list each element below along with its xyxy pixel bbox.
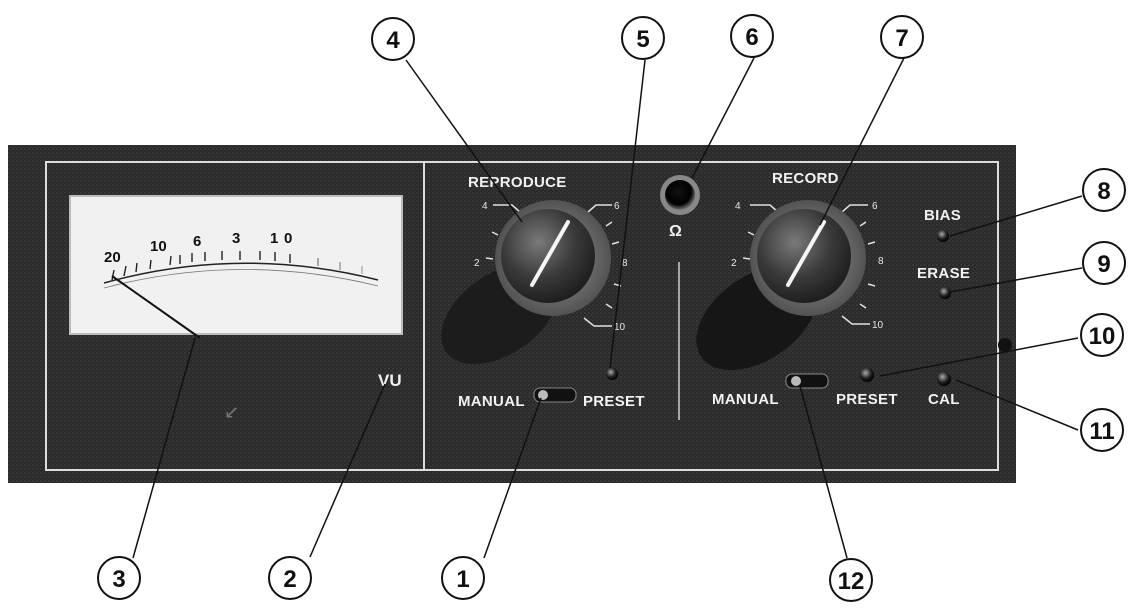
reproduce-dial-6: 6 [614, 201, 620, 212]
svg-text:3: 3 [112, 566, 125, 593]
manual-label-right: MANUAL [712, 391, 779, 408]
svg-text:4: 4 [386, 27, 400, 54]
vu-needle [111, 275, 201, 339]
bias-label: BIAS [924, 207, 961, 224]
svg-text:1: 1 [456, 566, 469, 593]
svg-text:8: 8 [1097, 178, 1110, 205]
svg-text:11: 11 [1089, 418, 1114, 445]
reproduce-mode-switch-lever [538, 390, 548, 400]
record-dial-4: 4 [735, 201, 741, 212]
bias-indicator [937, 230, 949, 242]
record-preset-control[interactable] [860, 368, 874, 382]
headphone-symbol: Ω [669, 223, 682, 240]
reproduce-preset-control[interactable] [606, 368, 618, 380]
reproduce-dial-8: 8 [622, 258, 628, 269]
reproduce-knob-pointer [530, 220, 570, 287]
vu-meter-window [69, 195, 403, 335]
preset-label-left: PRESET [583, 393, 645, 410]
panel-mounting-screw [998, 338, 1012, 352]
vu-scale-arc [103, 262, 379, 284]
callout-11: 11 [1080, 408, 1124, 452]
callout-9: 9 [1082, 241, 1126, 285]
svg-text:2: 2 [283, 566, 296, 593]
callout-4: 4 [371, 17, 415, 61]
svg-text:7: 7 [895, 25, 908, 52]
reproduce-knob[interactable] [423, 200, 611, 385]
vu-scale-6: 6 [193, 233, 201, 250]
record-knob-pointer [786, 220, 826, 287]
vu-scale-10: 10 [150, 238, 167, 255]
cal-control[interactable] [937, 372, 951, 386]
record-dial-8: 8 [878, 256, 884, 267]
vu-ticks [111, 251, 363, 281]
record-label: RECORD [772, 170, 839, 187]
vu-scale-20: 20 [104, 249, 121, 266]
vu-scale-0: 0 [284, 230, 292, 247]
headphone-jack[interactable] [665, 180, 695, 210]
meter-adjust-screw: ↙ [224, 402, 239, 422]
svg-text:5: 5 [636, 26, 649, 53]
erase-label: ERASE [917, 265, 970, 282]
record-dial-2: 2 [731, 258, 737, 269]
vu-label: VU [378, 371, 402, 390]
reproduce-dial-10: 10 [614, 322, 626, 333]
leader-lines [132, 57, 1083, 559]
svg-text:12: 12 [838, 568, 865, 595]
callout-2: 2 [268, 556, 312, 600]
reproduce-label: REPRODUCE [468, 174, 567, 191]
callout-6: 6 [730, 14, 774, 58]
svg-text:9: 9 [1097, 251, 1110, 278]
callout-1: 1 [441, 556, 485, 600]
record-knob[interactable] [677, 200, 866, 391]
callout-3: 3 [97, 556, 141, 600]
callout-10: 10 [1080, 313, 1124, 357]
callout-5: 5 [621, 16, 665, 60]
manual-label-left: MANUAL [458, 393, 525, 410]
panel-border [45, 161, 999, 471]
preset-label-right: PRESET [836, 391, 898, 408]
cal-label: CAL [928, 391, 960, 408]
record-mode-switch-lever [791, 376, 801, 386]
record-dial-10: 10 [872, 320, 884, 331]
svg-text:6: 6 [745, 24, 758, 51]
callout-8: 8 [1082, 168, 1126, 212]
callout-7: 7 [880, 15, 924, 59]
reproduce-dial-4: 4 [482, 201, 488, 212]
vu-scale-3: 3 [232, 230, 240, 247]
record-dial-6: 6 [872, 201, 878, 212]
erase-indicator [939, 287, 951, 299]
callout-12: 12 [829, 558, 873, 602]
vu-scale-1: 1 [270, 230, 278, 247]
svg-text:10: 10 [1089, 323, 1116, 350]
reproduce-dial-2: 2 [474, 258, 480, 269]
vu-scale-arc-inner [103, 269, 379, 289]
